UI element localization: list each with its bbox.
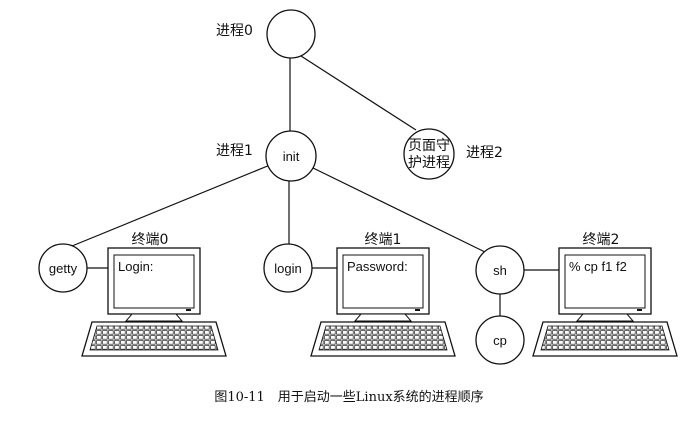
- sh-node: [475, 245, 525, 295]
- terminal1: 终端1 Password:: [310, 232, 456, 357]
- page-daemon-node: [403, 128, 455, 180]
- getty-label: getty: [49, 261, 78, 276]
- daemon-label-line2: 护进程: [408, 155, 450, 171]
- terminal2-label: 终端2: [583, 232, 620, 248]
- terminal0-screen: [113, 254, 195, 309]
- init-label: init: [283, 149, 300, 164]
- terminal2-keys: [540, 325, 670, 351]
- terminal1-screen: [342, 254, 424, 309]
- terminal0-label: 终端0: [132, 232, 169, 248]
- cp-node: [475, 315, 525, 365]
- terminal2: 终端2 % cp f1 f2: [532, 232, 678, 357]
- getty-node: [38, 243, 88, 293]
- login-node: [263, 243, 313, 293]
- terminal0: 终端0 Login:: [81, 232, 227, 357]
- process0-node: [266, 9, 316, 59]
- edge-p0-daemon: [300, 55, 417, 131]
- terminal0-screen-text: Login:: [118, 259, 153, 274]
- terminal2-screen: [564, 254, 646, 309]
- tree-edges: [71, 55, 559, 316]
- terminal2-stand: [575, 313, 635, 322]
- sh-label: sh: [493, 263, 507, 278]
- terminal0-keys: [89, 325, 219, 351]
- terminal1-screen-text: Password:: [347, 259, 408, 274]
- terminal1-keys: [318, 325, 448, 351]
- edge-init-getty: [71, 164, 271, 247]
- init-node: [265, 130, 317, 182]
- terminal0-stand: [124, 313, 184, 322]
- terminal2-screen-text: % cp f1 f2: [569, 259, 627, 274]
- process0-label: 进程0: [216, 23, 253, 39]
- terminal1-label: 终端1: [365, 232, 402, 248]
- edge-init-sh: [310, 166, 488, 254]
- terminal1-power-led: [415, 309, 420, 311]
- process1-label: 进程1: [216, 143, 253, 159]
- terminal0-power-led: [186, 309, 191, 311]
- terminal1-stand: [353, 313, 413, 322]
- cp-label: cp: [493, 333, 507, 348]
- daemon-label-line1: 页面守: [408, 138, 450, 154]
- terminal2-power-led: [637, 309, 642, 311]
- login-label: login: [274, 261, 301, 276]
- process2-label: 进程2: [466, 145, 503, 161]
- figure-caption: 图10-11 用于启动一些Linux系统的进程顺序: [214, 389, 483, 405]
